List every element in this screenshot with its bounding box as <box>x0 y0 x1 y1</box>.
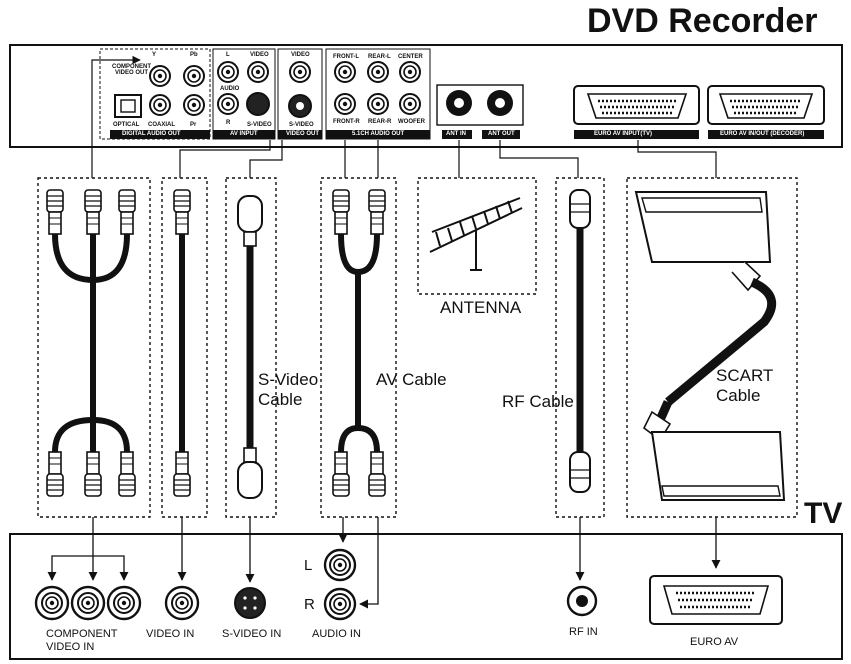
tv-svideo-in-label: S-VIDEO IN <box>222 628 282 640</box>
tv-video-in-label: VIDEO IN <box>146 628 195 640</box>
label-euro-av-decoder: EURO AV IN/OUT (DECODER) <box>720 131 805 137</box>
tv-arrows <box>47 517 721 609</box>
label-av-l: L <box>226 52 230 58</box>
tv-euro-av-port <box>649 575 783 625</box>
label-front-r: FRONT-R <box>333 119 360 125</box>
av-cable-icon <box>332 189 386 497</box>
label-ant-in: ANT IN <box>446 131 466 137</box>
optical-jack <box>114 94 142 118</box>
av-cable-label: AV Cable <box>376 370 447 389</box>
coaxial-jack <box>149 94 171 116</box>
label-component-out: COMPONENT VIDEO OUT <box>112 64 151 77</box>
tv-rf-in-label: RF IN <box>569 626 598 638</box>
label-coaxial: COAXIAL <box>148 122 175 128</box>
label-euro-av-tv: EURO AV INPUT(TV) <box>594 131 652 137</box>
tv-video-in-jack <box>164 585 200 621</box>
video-cable-icon <box>173 189 191 497</box>
label-front-l: FRONT-L <box>333 54 359 60</box>
label-video: VIDEO <box>291 52 310 58</box>
recorder-panel <box>9 44 843 148</box>
scart-cable-label: SCART Cable <box>716 366 774 405</box>
antenna-jacks <box>436 84 524 126</box>
video-out-jacks <box>288 61 312 118</box>
label-51-audio-out: 5.1CH AUDIO OUT <box>352 131 405 137</box>
rf-cable-label: RF Cable <box>502 392 574 411</box>
label-video-out: VIDEO OUT <box>286 131 320 137</box>
tv-rf-jack <box>566 585 598 617</box>
tv-title: TV <box>804 497 843 530</box>
tv-audio-r-label: R <box>304 596 315 613</box>
label-av-svideo: S-VIDEO <box>247 122 272 128</box>
label-av-audio: AUDIO <box>220 86 240 92</box>
label-svideo: S-VIDEO <box>289 122 314 128</box>
label-av-r: R <box>226 120 231 126</box>
svideo-cable-label: S-Video Cable <box>258 370 319 409</box>
rf-cable-icon <box>569 189 591 493</box>
tv-audio-l-label: L <box>304 557 313 574</box>
label-rear-l: REAR-L <box>368 54 391 60</box>
recorder-leader-lines <box>91 55 717 178</box>
label-y: Y <box>152 52 157 58</box>
label-rear-r: REAR-R <box>368 119 392 125</box>
svideo-cable-icon <box>237 195 263 499</box>
label-av-input: AV INPUT <box>230 131 258 137</box>
tv-audio-jacks <box>323 548 357 621</box>
scart-cable-icon <box>634 191 786 501</box>
label-pb: Pb <box>190 52 198 58</box>
antenna-label: ANTENNA <box>440 298 522 317</box>
antenna-icon <box>429 197 523 271</box>
label-digital-audio-out: DIGITAL AUDIO OUT <box>122 131 181 137</box>
label-optical: OPTICAL <box>113 122 140 128</box>
tv-audio-in-label: AUDIO IN <box>312 628 361 640</box>
cable-boxes <box>37 177 798 518</box>
tv-component-label: COMPONENT VIDEO IN <box>46 628 118 653</box>
label-ant-out: ANT OUT <box>488 131 515 137</box>
label-pr: Pr <box>190 122 197 128</box>
label-center: CENTER <box>398 54 423 60</box>
recorder-title: DVD Recorder <box>587 2 818 40</box>
tv-component-jacks <box>34 585 142 621</box>
label-woofer: WOOFER <box>398 119 425 125</box>
tv-svideo-jack <box>234 587 266 619</box>
label-av-video: VIDEO <box>250 52 269 58</box>
av-input-jacks <box>217 61 270 116</box>
component-cable-icon <box>46 189 136 497</box>
euro-av-ports <box>573 85 825 125</box>
tv-euro-av-label: EURO AV <box>690 636 739 648</box>
